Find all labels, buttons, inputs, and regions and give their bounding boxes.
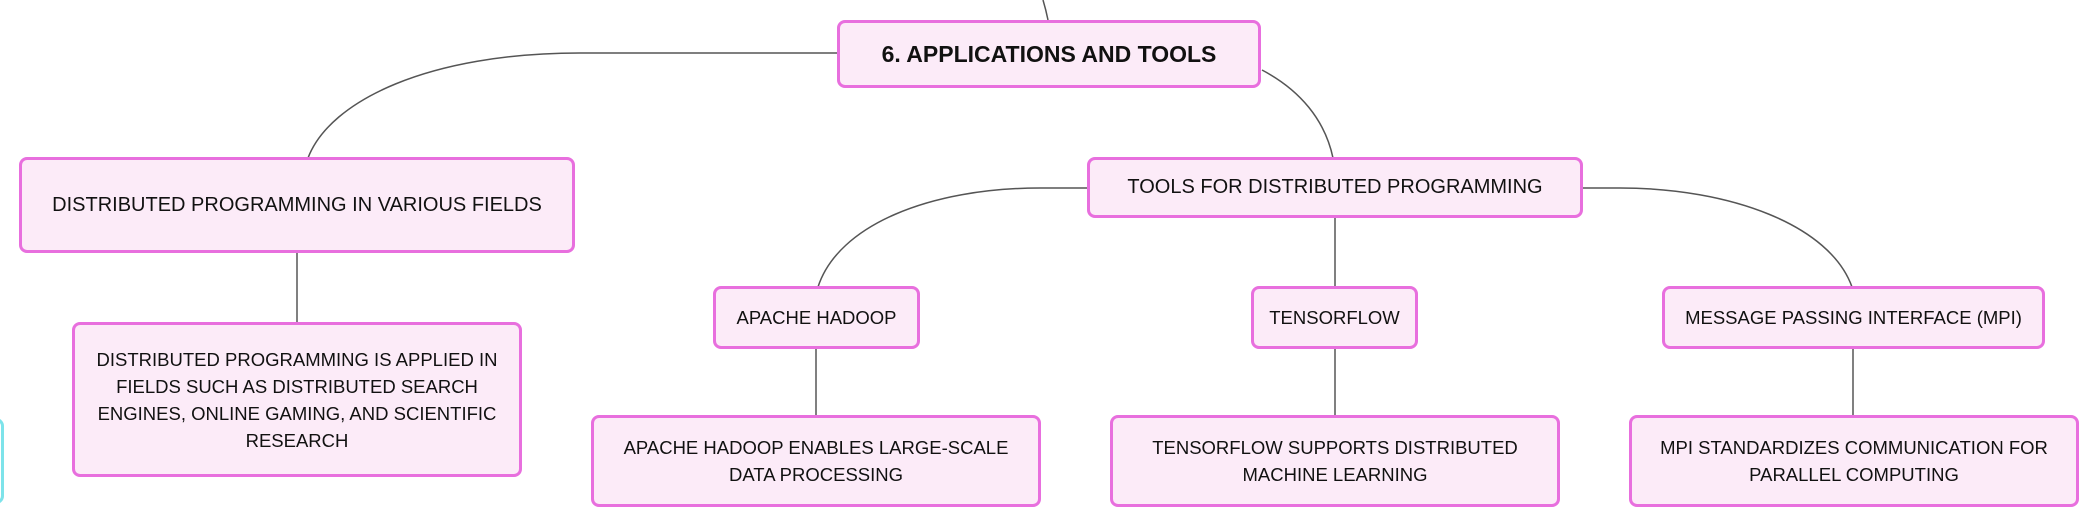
branch-node-tools[interactable]: TOOLS FOR DISTRIBUTED PROGRAMMING	[1087, 157, 1583, 218]
root-node-label: 6. APPLICATIONS AND TOOLS	[881, 40, 1217, 67]
connector-tools-hadoop	[817, 187, 1088, 288]
connector-root-tools	[1261, 69, 1334, 159]
root-node[interactable]: 6. APPLICATIONS AND TOOLS	[837, 20, 1261, 88]
detail-node-mpi-text: MPI STANDARDIZES COMMUNICATION FOR PARAL…	[1660, 437, 2048, 485]
tool-node-mpi[interactable]: MESSAGE PASSING INTERFACE (MPI)	[1662, 286, 2045, 349]
tool-node-hadoop[interactable]: APACHE HADOOP	[713, 286, 920, 349]
branch-node-tools-label: TOOLS FOR DISTRIBUTED PROGRAMMING	[1127, 176, 1543, 198]
branch-node-fields-label: DISTRIBUTED PROGRAMMING IN VARIOUS FIELD…	[52, 193, 542, 216]
tool-node-tensorflow-label: TENSORFLOW	[1269, 307, 1400, 328]
detail-node-fields-text: DISTRIBUTED PROGRAMMING IS APPLIED IN FI…	[96, 348, 498, 451]
connector-tools-mpi	[1582, 187, 1853, 288]
tool-node-hadoop-label: APACHE HADOOP	[736, 307, 897, 328]
connector-root-fields	[307, 52, 838, 159]
tool-node-tensorflow[interactable]: TENSORFLOW	[1251, 286, 1418, 349]
detail-node-fields[interactable]: DISTRIBUTED PROGRAMMING IS APPLIED IN FI…	[72, 322, 522, 477]
detail-node-mpi[interactable]: MPI STANDARDIZES COMMUNICATION FOR PARAL…	[1629, 415, 2079, 507]
detail-node-tensorflow[interactable]: TENSORFLOW SUPPORTS DISTRIBUTED MACHINE …	[1110, 415, 1560, 507]
branch-node-fields[interactable]: DISTRIBUTED PROGRAMMING IN VARIOUS FIELD…	[19, 157, 575, 253]
connector-root-parent	[1042, 0, 1049, 21]
detail-node-tensorflow-text: TENSORFLOW SUPPORTS DISTRIBUTED MACHINE …	[1152, 437, 1518, 485]
tool-node-mpi-label: MESSAGE PASSING INTERFACE (MPI)	[1685, 307, 2022, 328]
detail-node-hadoop[interactable]: APACHE HADOOP ENABLES LARGE-SCALE DATA P…	[591, 415, 1041, 507]
partial-node-left-edge	[0, 418, 4, 504]
detail-node-hadoop-text: APACHE HADOOP ENABLES LARGE-SCALE DATA P…	[623, 437, 1009, 485]
